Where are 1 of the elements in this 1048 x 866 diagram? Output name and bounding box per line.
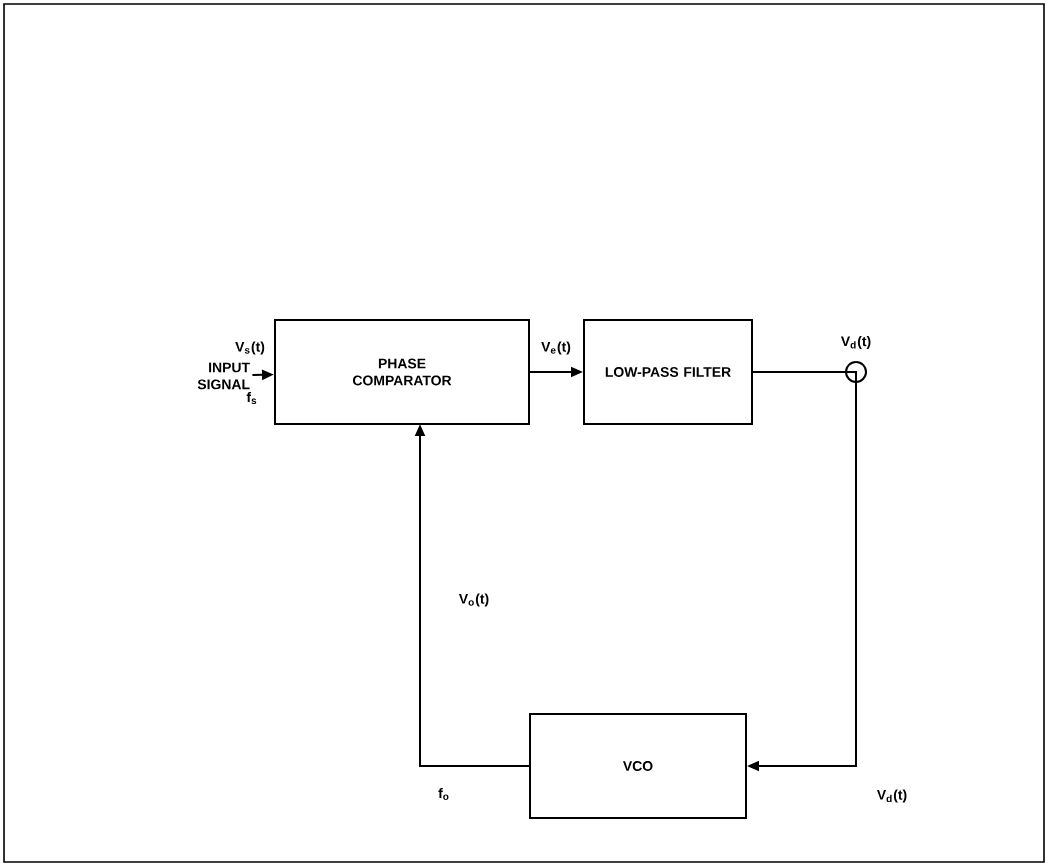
output-terminal <box>845 361 867 383</box>
